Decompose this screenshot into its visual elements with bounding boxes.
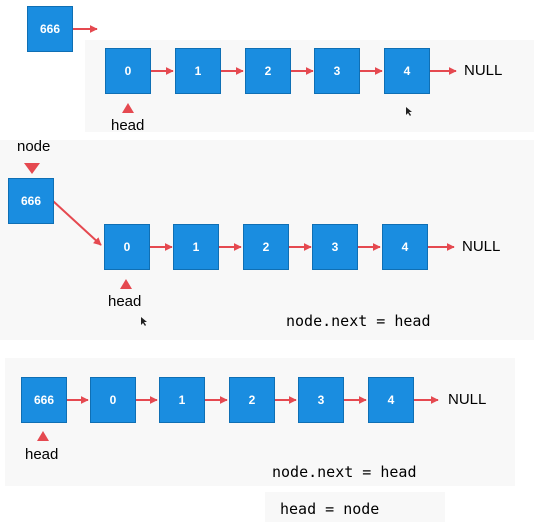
mouse-cursor-icon	[406, 107, 412, 116]
p2-node-pointer-icon	[24, 163, 40, 174]
arrow-p2-new-node	[52, 200, 102, 246]
p1-node-4: 4	[384, 48, 430, 94]
p3-node-2: 2	[229, 377, 275, 423]
p1-head-label: head	[111, 117, 145, 134]
p2-node-0: 0	[104, 224, 150, 270]
p2-node-1: 1	[173, 224, 219, 270]
p1-node-1: 1	[175, 48, 221, 94]
code-box-background	[265, 492, 445, 522]
p3-node-0: 0	[90, 377, 136, 423]
panel-1-background	[85, 40, 534, 132]
p2-node-4: 4	[382, 224, 428, 270]
p3-head-pointer-icon	[37, 431, 49, 441]
p2-node-3: 3	[312, 224, 358, 270]
p3-code-line-2: head = node	[280, 500, 380, 518]
p1-node-2: 2	[245, 48, 291, 94]
p2-null-label: NULL	[462, 238, 501, 255]
p2-head-label: head	[108, 293, 142, 310]
p3-node-666: 666	[21, 377, 67, 423]
p1-new-node: 666	[27, 6, 73, 52]
p2-new-node: 666	[8, 178, 54, 224]
p3-node-3: 3	[298, 377, 344, 423]
p1-head-pointer-icon	[122, 103, 134, 113]
p3-node-4: 4	[368, 377, 414, 423]
p3-head-label: head	[25, 446, 59, 463]
p2-node-label: node	[17, 138, 51, 155]
p3-node-1: 1	[159, 377, 205, 423]
p1-node-0: 0	[105, 48, 151, 94]
p2-code: node.next = head	[286, 312, 431, 330]
p3-null-label: NULL	[448, 391, 487, 408]
p2-head-pointer-icon	[120, 279, 132, 289]
p1-null-label: NULL	[464, 62, 503, 79]
p3-code-line-1: node.next = head	[272, 463, 417, 481]
p1-node-3: 3	[314, 48, 360, 94]
p2-node-2: 2	[243, 224, 289, 270]
mouse-cursor-icon	[141, 317, 147, 326]
